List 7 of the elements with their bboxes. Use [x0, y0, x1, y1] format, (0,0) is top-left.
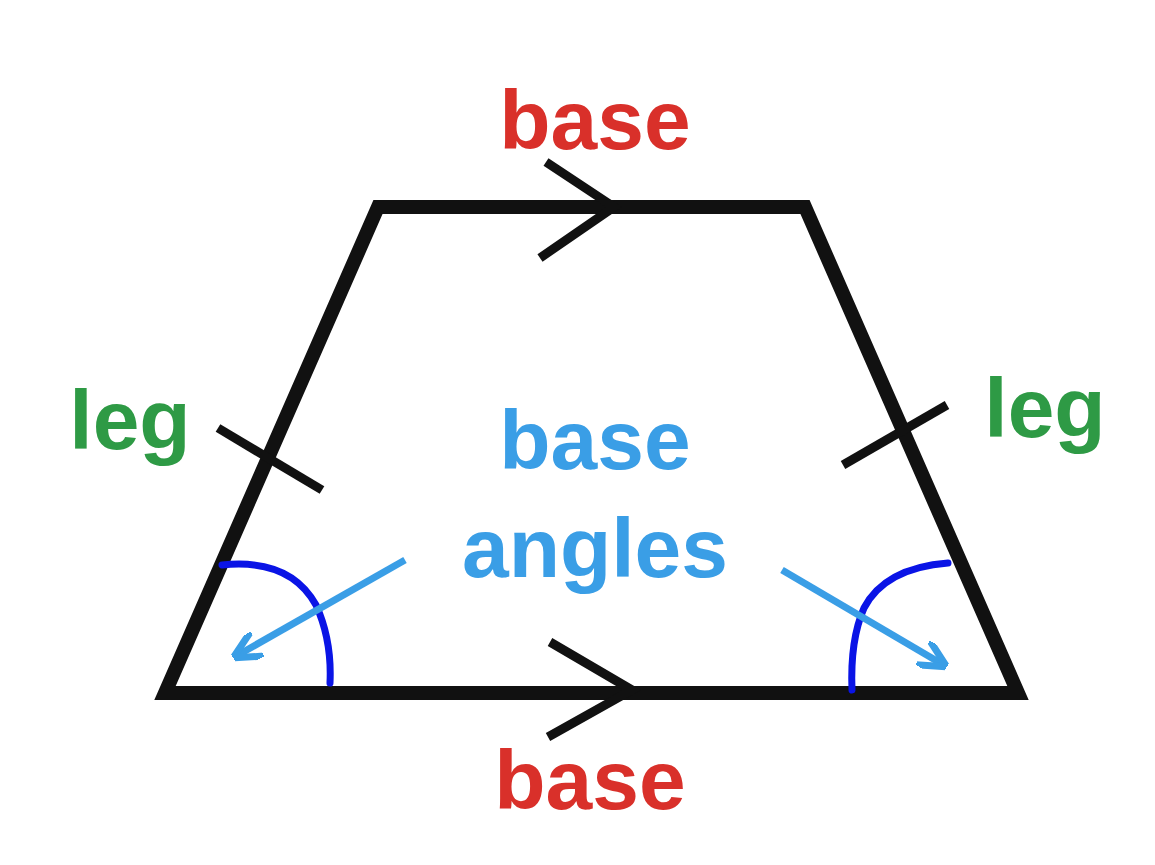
angle-arc	[848, 559, 952, 694]
angle-arc	[218, 560, 334, 687]
arrow	[229, 556, 407, 662]
base-label: base	[499, 78, 691, 162]
arrow	[780, 567, 951, 671]
callout-text: base angles	[415, 386, 775, 602]
base-label: base	[494, 738, 686, 822]
